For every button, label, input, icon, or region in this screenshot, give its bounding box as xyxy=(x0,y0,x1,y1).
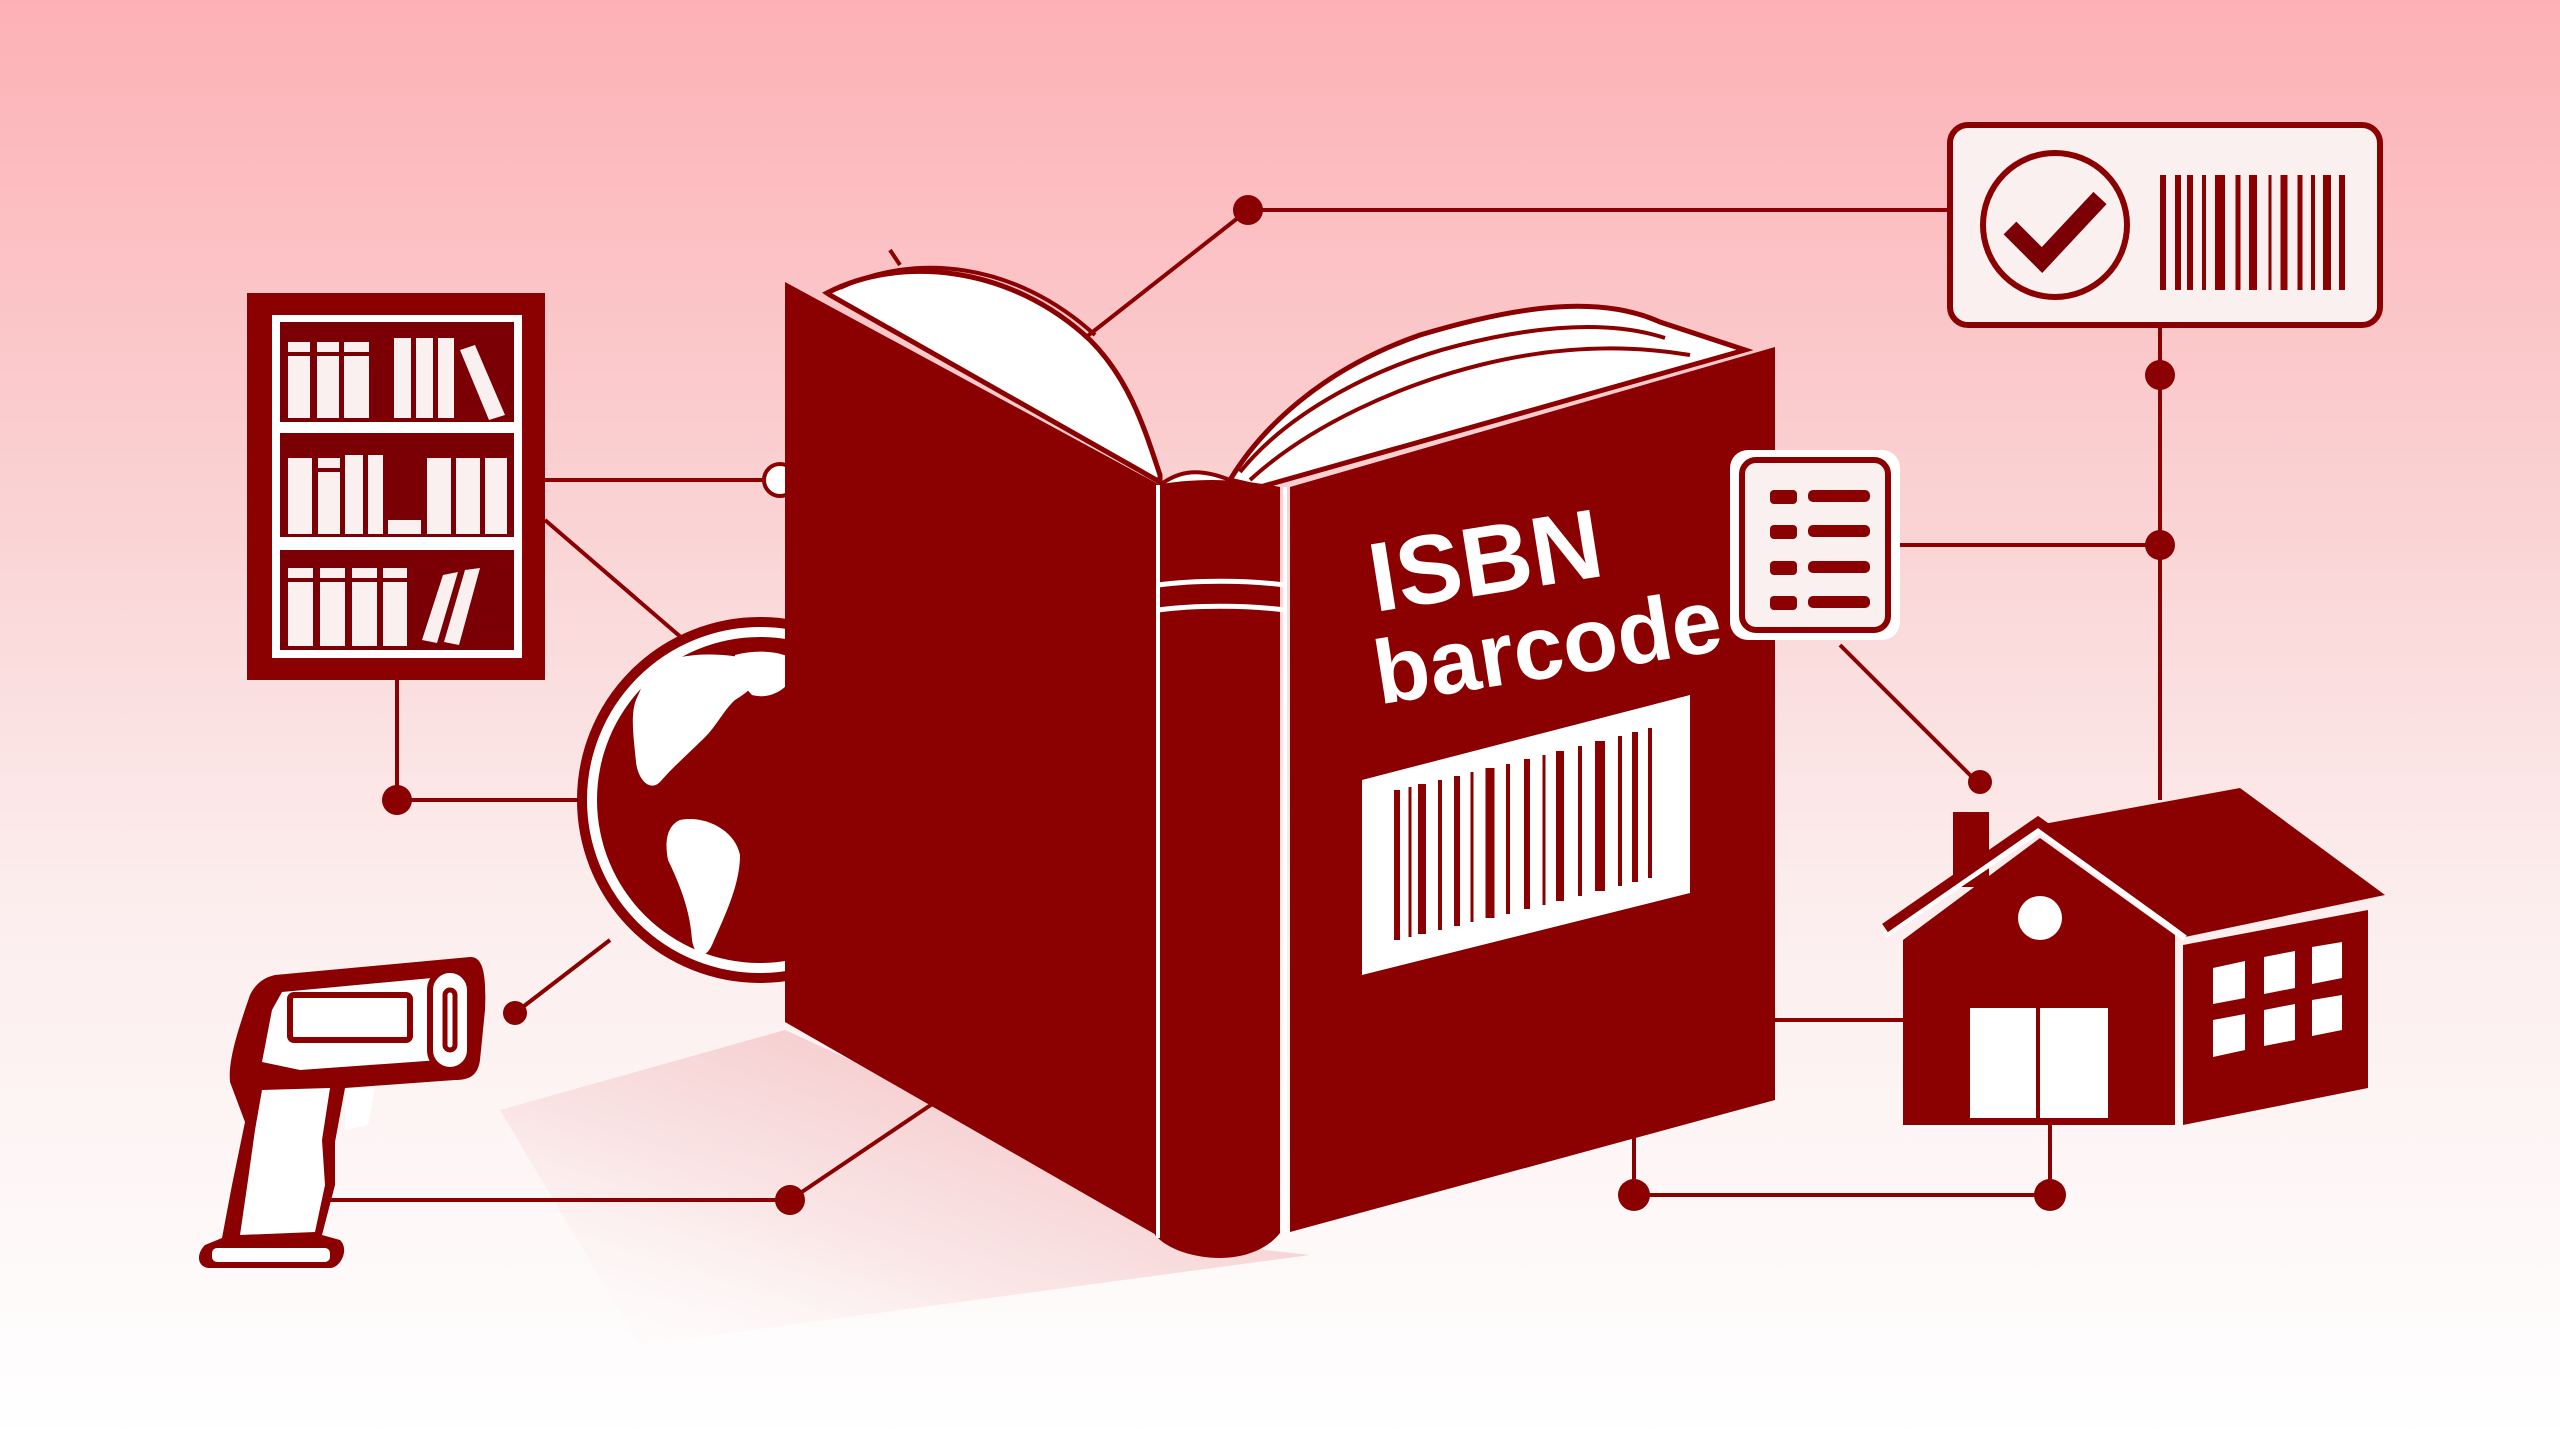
node-filled xyxy=(775,1185,805,1215)
warehouse-house-icon xyxy=(1882,788,2385,1125)
node-filled xyxy=(2145,530,2175,560)
bookshelf-icon xyxy=(247,293,545,680)
node-filled xyxy=(2034,1179,2066,1211)
node-filled xyxy=(2145,360,2175,390)
node-filled xyxy=(1233,195,1263,225)
node-filled xyxy=(503,1001,527,1025)
checkmark-icon xyxy=(2003,191,2107,273)
verified-barcode-card-icon xyxy=(1947,122,2383,328)
node-filled xyxy=(1618,1179,1650,1211)
node-filled xyxy=(382,785,412,815)
list-document-icon xyxy=(1730,450,1900,640)
cover-barcode-icon xyxy=(1362,695,1690,975)
barcode-scanner-icon xyxy=(198,957,486,1268)
book-shadow xyxy=(500,1030,1310,1345)
check-circle-icon xyxy=(1980,150,2130,300)
node-filled xyxy=(1968,770,1992,794)
open-book-icon: ISBN barcode xyxy=(785,248,1775,1258)
